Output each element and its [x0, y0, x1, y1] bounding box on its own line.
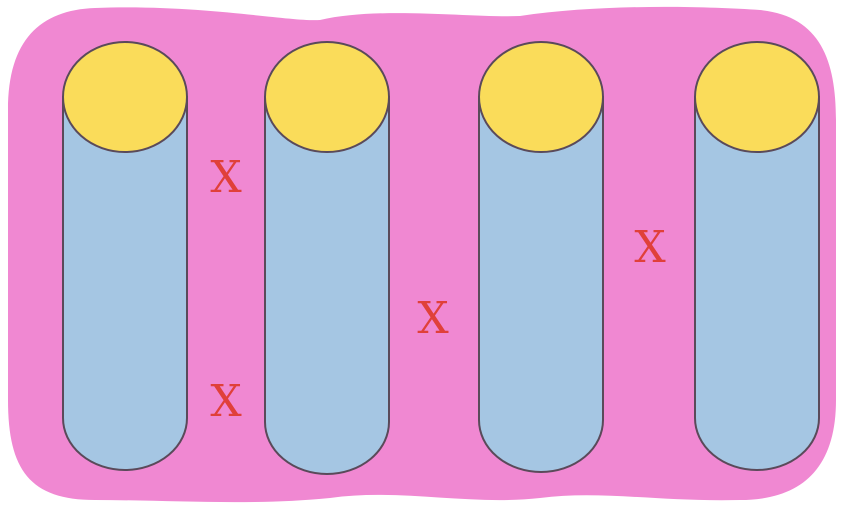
cylinder-top: [264, 41, 390, 153]
cylinder-top: [478, 41, 604, 153]
cylinder-4: [694, 41, 820, 471]
cylinder-1: [62, 41, 188, 471]
x-mark-1: X: [210, 152, 242, 203]
cylinder-top: [694, 41, 820, 153]
cylinder-2: [264, 41, 390, 475]
x-mark-4: X: [634, 222, 666, 273]
cylinder-top: [62, 41, 188, 153]
background-region: [8, 6, 836, 503]
cylinder-body: [62, 96, 188, 471]
x-mark-3: X: [417, 293, 449, 344]
cylinder-3: [478, 41, 604, 473]
cylinder-body: [694, 96, 820, 471]
x-mark-2: X: [210, 376, 242, 427]
cylinder-body: [478, 96, 604, 473]
cylinder-body: [264, 96, 390, 475]
